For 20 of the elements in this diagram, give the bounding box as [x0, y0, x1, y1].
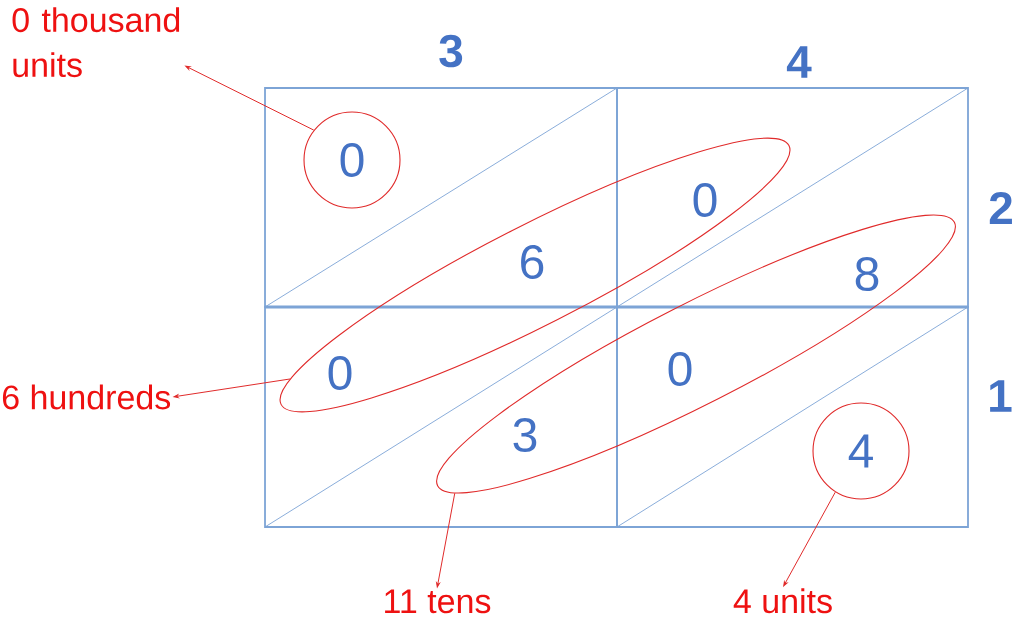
circled-digit: 4 — [812, 402, 910, 500]
digit: 0 — [668, 352, 692, 386]
callout-text: 0 thousand units — [12, 7, 180, 78]
header-digit: 1 — [990, 380, 1012, 412]
digit: 8 — [855, 257, 879, 291]
callout-text: 4 units — [733, 588, 832, 614]
circled-digit: 0 — [303, 111, 401, 209]
digit: 0 — [328, 356, 352, 390]
digit: 6 — [521, 245, 544, 279]
callout-text: 11 tens — [385, 589, 491, 614]
leader-arrow — [436, 492, 456, 588]
leader-arrow — [783, 491, 836, 587]
digit: 3 — [513, 418, 537, 452]
callout-text: 6 hundreds — [2, 384, 171, 410]
header-digit: 4 — [786, 46, 812, 78]
leader-arrow — [173, 378, 291, 399]
leader-arrow — [185, 65, 315, 131]
header-digit: 3 — [439, 34, 463, 68]
header-digit: 2 — [989, 191, 1012, 225]
digit: 0 — [693, 183, 717, 217]
